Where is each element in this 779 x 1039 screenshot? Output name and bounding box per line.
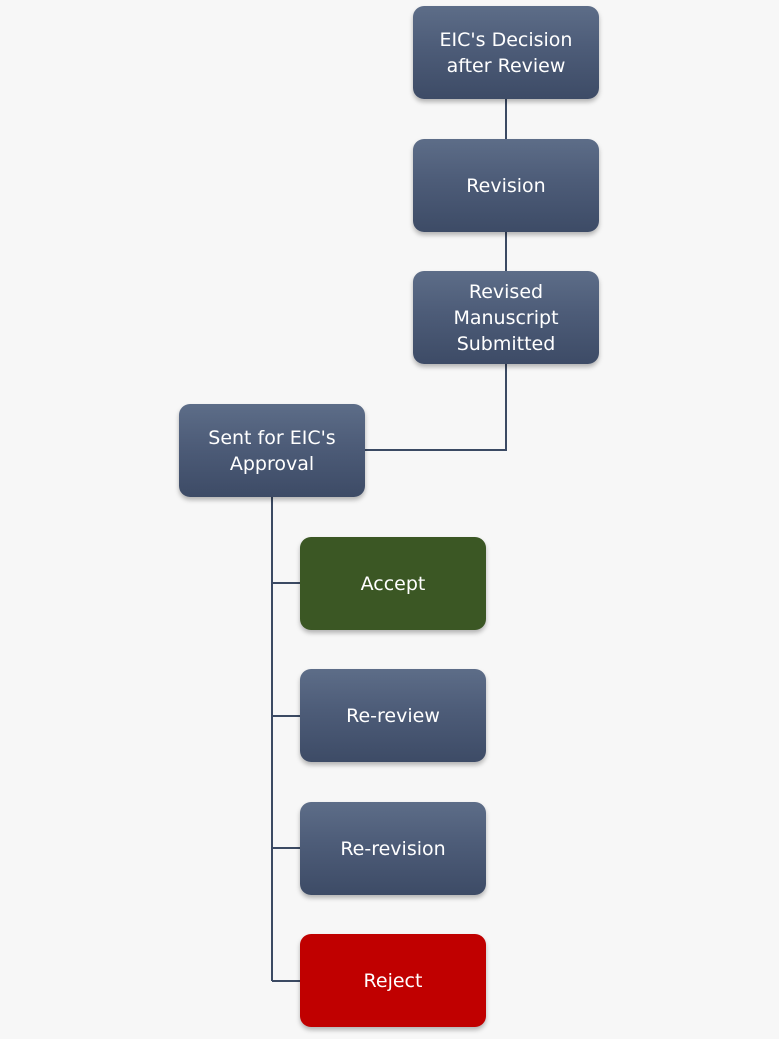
node-eic-decision-after-review: EIC's Decision after Review (413, 6, 599, 99)
node-re-review: Re-review (300, 669, 486, 762)
node-revised-manuscript-submitted: Revised Manuscript Submitted (413, 271, 599, 364)
node-revision: Revision (413, 139, 599, 232)
node-reject: Reject (300, 934, 486, 1027)
node-accept: Accept (300, 537, 486, 630)
node-sent-for-eic-approval: Sent for EIC's Approval (179, 404, 365, 497)
connector-revised-to-sent (365, 364, 507, 451)
node-re-revision: Re-revision (300, 802, 486, 895)
